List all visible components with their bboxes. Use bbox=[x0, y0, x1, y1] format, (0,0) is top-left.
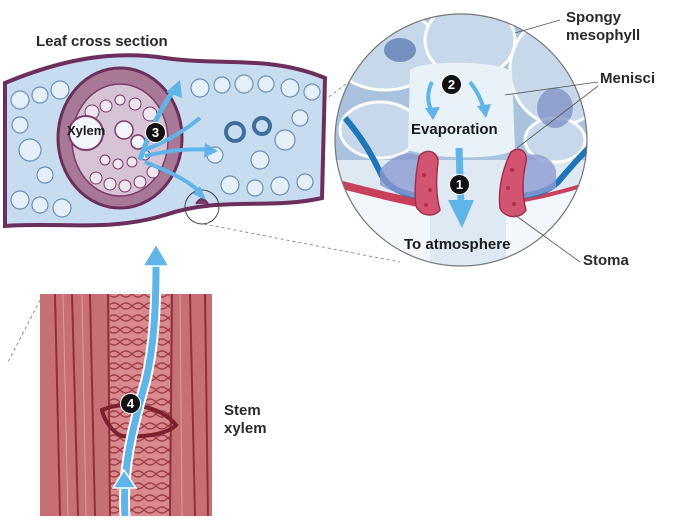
step-2-marker: 2 bbox=[441, 74, 462, 95]
label-leader-lines bbox=[504, 19, 599, 263]
stoma-label: Stoma bbox=[583, 252, 629, 269]
menisci-label: Menisci bbox=[600, 70, 656, 87]
evaporation-label: Evaporation bbox=[411, 121, 498, 138]
leaf-cross-section-label: Leaf cross section bbox=[36, 33, 168, 50]
step-4-marker: 4 bbox=[120, 393, 141, 414]
stem-xylem-label-line2: xylem bbox=[224, 420, 267, 437]
water-flow-arrows bbox=[111, 80, 491, 521]
stoma-zoom-view bbox=[334, 13, 588, 267]
spongy-mesophyll-label-line1: Spongy bbox=[566, 9, 621, 26]
to-atmosphere-label: To atmosphere bbox=[404, 236, 511, 253]
step-3-marker: 3 bbox=[145, 122, 166, 143]
spongy-mesophyll-label-line2: mesophyll bbox=[566, 27, 641, 44]
xylem-label: Xylem bbox=[67, 123, 106, 138]
stem-xylem-label-line1: Stem bbox=[224, 402, 261, 419]
step-1-marker: 1 bbox=[449, 174, 470, 195]
